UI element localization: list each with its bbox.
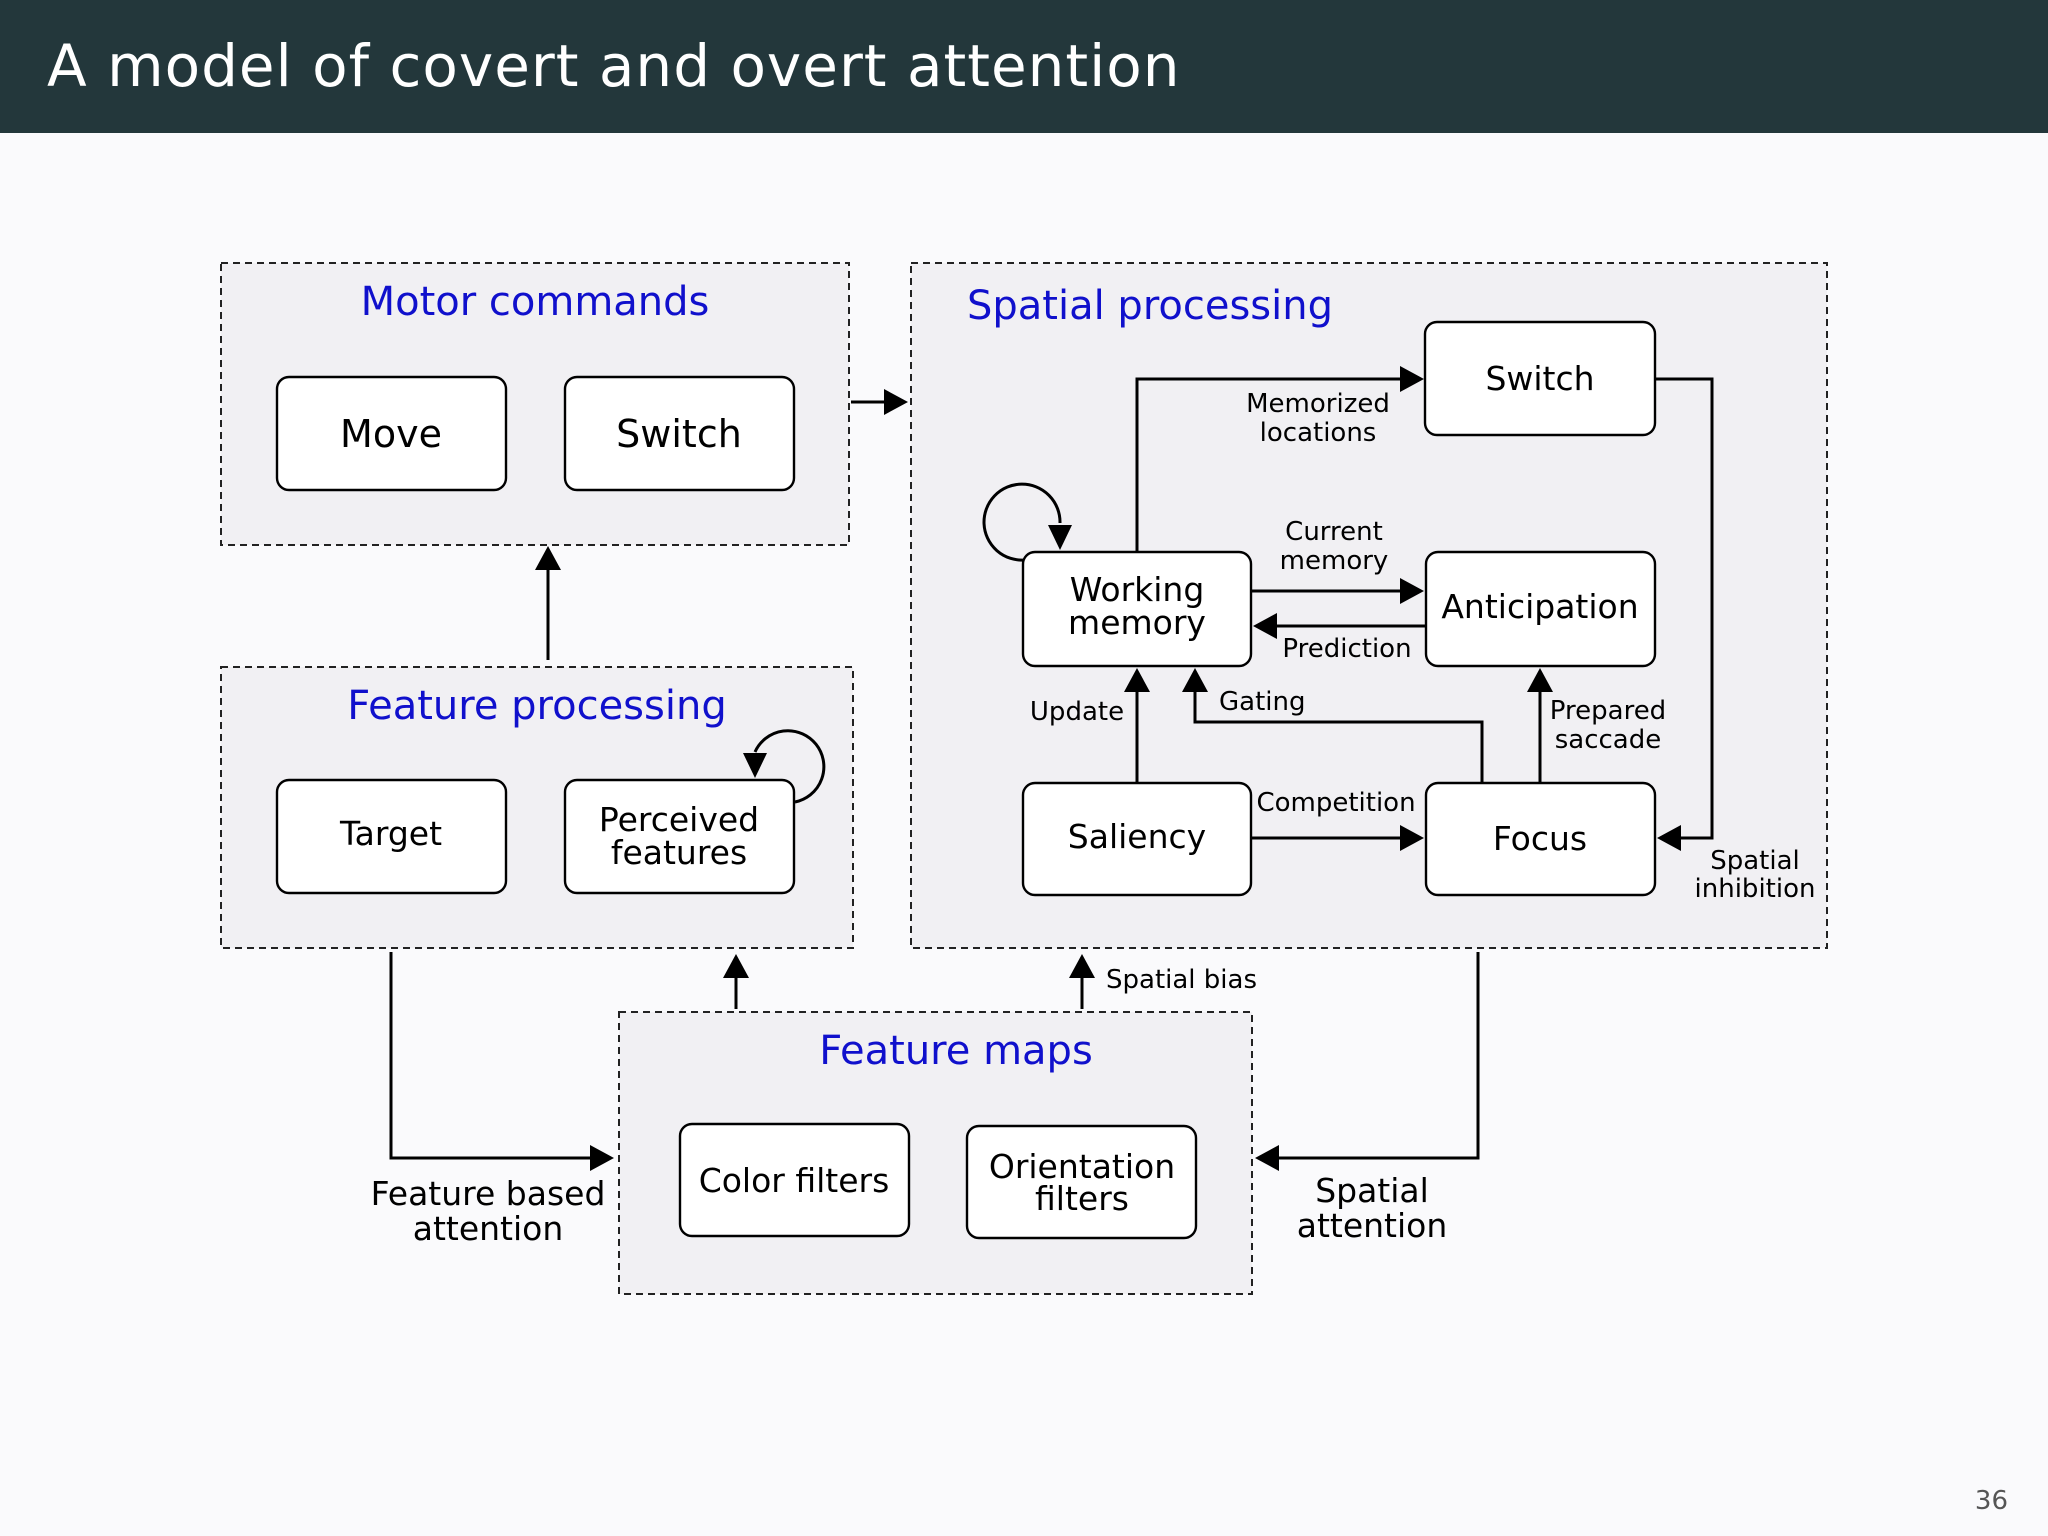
node-target [275, 778, 508, 895]
label-prepared-2: saccade [1555, 725, 1662, 755]
node-focus [1424, 781, 1657, 897]
label-memorized-2: locations [1260, 418, 1377, 448]
arrowhead [1400, 578, 1424, 604]
node-motor-switch [563, 375, 796, 492]
node-orientation-label-2: filters [1035, 1179, 1129, 1218]
arrowhead [1657, 825, 1681, 851]
node-color-filters [678, 1122, 911, 1238]
node-move-label: Move [340, 412, 442, 456]
label-feature-attention-2: attention [413, 1209, 564, 1248]
node-working-memory-label-2: memory [1068, 603, 1206, 642]
label-feature-attention-1: Feature based [371, 1174, 606, 1213]
label-inhibition-1: Spatial [1710, 846, 1800, 876]
feature-maps-title: Feature maps [819, 1028, 1093, 1074]
arrowhead [1124, 668, 1150, 692]
arrowhead [535, 546, 561, 570]
slide-title: A model of covert and overt attention [47, 32, 1181, 100]
edge-feature-based-attention [389, 952, 592, 1160]
motor-commands-title: Motor commands [361, 279, 710, 325]
label-spatial-attention-2: attention [1297, 1206, 1448, 1245]
label-inhibition-2: inhibition [1695, 874, 1816, 904]
node-spatial-switch-label: Switch [1485, 359, 1594, 398]
edge-perceived-self-loop [753, 729, 826, 804]
arrowhead [1255, 1145, 1279, 1171]
node-perceived-label-1: Perceived [599, 800, 759, 839]
arrowhead [1069, 954, 1095, 978]
arrowhead [1182, 668, 1208, 692]
node-anticipation [1424, 550, 1657, 668]
page-number: 36 [1974, 1486, 2008, 1516]
arrowhead [1400, 366, 1424, 392]
node-perceived-features [563, 778, 796, 895]
label-spatial-bias: Spatial bias [1106, 965, 1257, 995]
arrowhead [590, 1145, 614, 1171]
label-current-2: memory [1280, 546, 1389, 576]
edge-spatial-inhibition [1656, 377, 1714, 840]
node-color-filters-label: Color filters [699, 1161, 890, 1200]
arrowhead [723, 954, 749, 978]
node-move [275, 375, 508, 492]
arrowhead [884, 389, 908, 415]
node-working-memory [1021, 550, 1253, 668]
label-prepared-1: Prepared [1550, 696, 1666, 726]
node-motor-switch-label: Switch [616, 412, 742, 456]
node-orientation-filters [965, 1124, 1198, 1240]
arrowhead [1400, 825, 1424, 851]
edge-memorized-locations [1135, 377, 1402, 551]
label-prediction: Prediction [1282, 634, 1411, 664]
node-perceived-label-2: features [611, 833, 747, 872]
edge-working-memory-self-loop [982, 482, 1062, 562]
node-working-memory-label-1: Working [1070, 570, 1205, 609]
label-update: Update [1030, 697, 1124, 727]
edge-spatial-attention [1277, 952, 1480, 1160]
label-gating: Gating [1219, 687, 1305, 717]
spatial-processing-title: Spatial processing [967, 283, 1333, 329]
arrowhead [1527, 668, 1553, 692]
title-bar: A model of covert and overt attention [0, 0, 2048, 133]
label-spatial-attention-1: Spatial [1315, 1171, 1429, 1210]
node-saliency-label: Saliency [1068, 817, 1206, 856]
feature-processing-title: Feature processing [347, 683, 726, 729]
node-focus-label: Focus [1493, 819, 1587, 858]
arrowhead [1048, 525, 1072, 550]
arrowhead [743, 753, 767, 778]
node-anticipation-label: Anticipation [1441, 587, 1638, 626]
node-spatial-switch [1423, 320, 1657, 437]
arrowhead [1253, 613, 1277, 639]
node-orientation-label-1: Orientation [989, 1147, 1175, 1186]
node-target-label: Target [339, 814, 442, 853]
label-memorized-1: Memorized [1246, 389, 1390, 419]
edge-gating [1193, 690, 1484, 782]
label-competition: Competition [1256, 788, 1415, 818]
label-current-1: Current [1285, 517, 1383, 547]
node-saliency [1021, 781, 1253, 897]
